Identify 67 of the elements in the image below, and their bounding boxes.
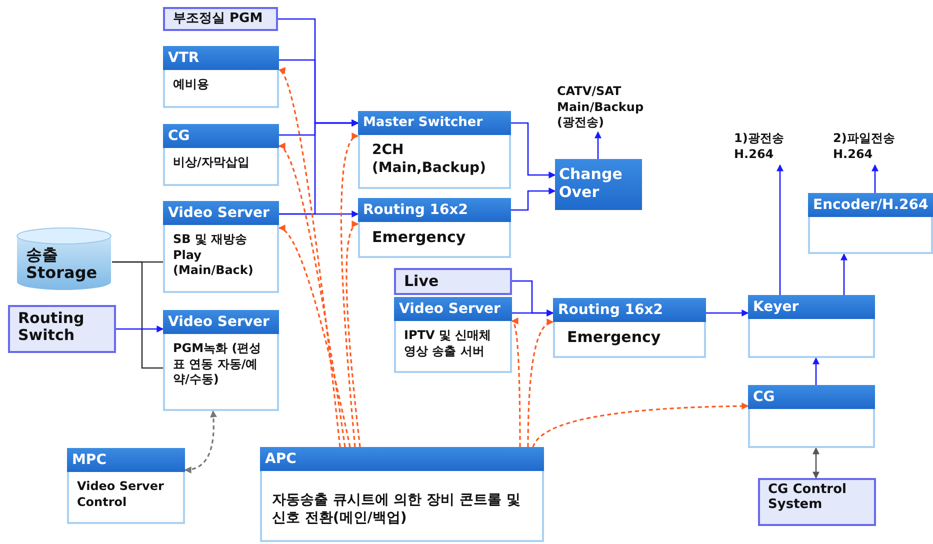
arrow	[512, 310, 554, 316]
card-text: IPTV 및 신매체 영상 송출 서버	[404, 328, 492, 358]
card-text: PGM녹화 (편성표 연동 자동/예약/수동)	[173, 341, 262, 386]
process-card	[808, 193, 933, 254]
arrow	[872, 164, 878, 193]
output-label: 1)광전송 H.264	[734, 131, 792, 165]
card-text: SB 및 재방송 Play (Main/Back)	[173, 232, 254, 278]
process-card	[748, 385, 875, 448]
card-text: Emergency	[567, 328, 661, 346]
card-header: CG	[748, 385, 875, 409]
process-card	[163, 201, 279, 293]
process-card	[163, 310, 279, 411]
card-text: 예비용	[173, 77, 209, 91]
dashed-arrow	[184, 410, 217, 473]
card-text: 비상/자막삽입	[173, 155, 250, 169]
dashed-arrow	[340, 135, 359, 448]
card-header: Video Server	[394, 297, 512, 321]
card-header: Video Server	[163, 310, 279, 334]
arrow	[279, 210, 359, 218]
arrow	[706, 310, 749, 316]
process-card	[358, 111, 511, 189]
dashed-arrow	[278, 226, 351, 448]
card-text: 자동송출 큐시트에 의한 장비 콘트롤 및 신호 전환(메인/백업)	[272, 492, 520, 526]
arrow	[812, 447, 820, 479]
card-text: Emergency	[372, 228, 466, 246]
source-box: Live	[394, 268, 512, 295]
process-card	[358, 198, 511, 258]
process-card	[163, 46, 279, 108]
arrow	[776, 164, 784, 295]
process-card	[553, 298, 706, 358]
card-header: APC	[260, 447, 544, 471]
card-text: 2CH (Main,Backup)	[372, 142, 486, 176]
card-header: Master Switcher	[358, 111, 511, 135]
source-box: 부조정실 PGM	[163, 7, 278, 31]
dashed-arrow	[511, 320, 521, 447]
arrow	[116, 326, 164, 332]
process-card	[260, 447, 544, 542]
arrow	[812, 357, 820, 385]
storage-label: 송출 Storage	[26, 245, 98, 282]
arrow	[511, 122, 556, 178]
dashed-arrow	[278, 69, 341, 448]
card-header: Routing 16x2	[553, 298, 706, 322]
card-header: VTR	[163, 46, 279, 70]
process-card	[163, 124, 279, 186]
arrow	[840, 253, 848, 295]
arrow	[511, 188, 556, 211]
process-card	[394, 297, 512, 373]
card-text: Video Server Control	[77, 479, 164, 509]
card-header: MPC	[67, 448, 185, 472]
card-header: Routing 16x2	[358, 198, 511, 222]
card-header: Video Server	[163, 201, 279, 225]
source-box: Routing Switch	[8, 305, 116, 353]
dashed-arrow	[532, 402, 749, 448]
card-header: Encoder/H.264	[808, 193, 933, 217]
dashed-arrow	[346, 223, 361, 448]
process-block: Change Over	[555, 159, 642, 210]
connector-line	[112, 261, 163, 369]
card-header: Keyer	[748, 295, 875, 319]
output-label: 2)파일전송 H.264	[833, 131, 913, 165]
arrow	[594, 131, 602, 159]
source-box: CG Control System	[758, 478, 876, 526]
output-label: CATV/SAT Main/Backup (광전송)	[557, 84, 657, 132]
dashed-arrow	[278, 145, 346, 448]
process-card	[748, 295, 875, 358]
process-card	[67, 448, 185, 524]
dashed-arrow	[527, 320, 554, 447]
card-header: CG	[163, 124, 279, 148]
